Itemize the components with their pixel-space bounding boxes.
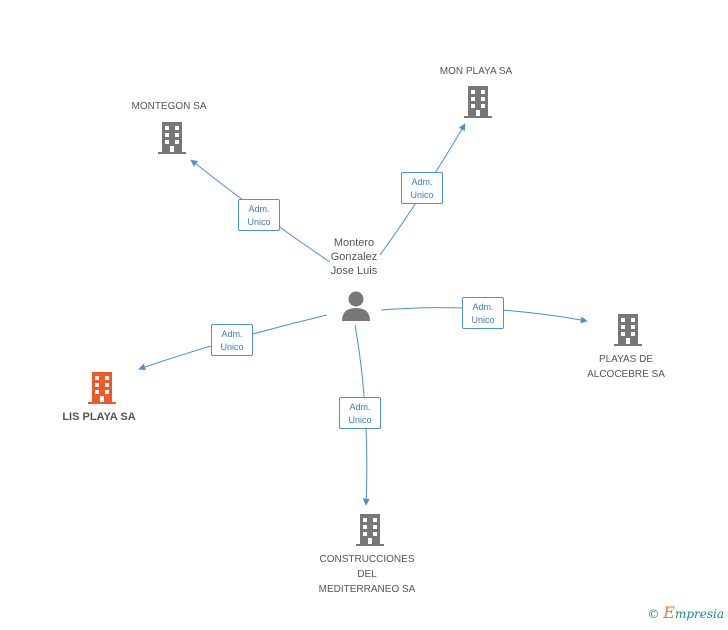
watermark-initial: E (663, 603, 675, 622)
person-name[interactable]: Montero Gonzalez Jose Luis (330, 237, 378, 277)
company-label-playas-alcocebre[interactable]: PLAYAS DE ALCOCEBRE SA (587, 354, 665, 380)
company-label-montegon[interactable]: MONTEGON SA (131, 101, 207, 112)
edge-label-lis-playa[interactable]: Adm. Unico (211, 324, 253, 356)
company-label-construcciones[interactable]: CONSTRUCCIONES DEL MEDITERRANEO SA (318, 554, 416, 595)
building-icon[interactable] (463, 85, 493, 119)
edge-label-mon-playa[interactable]: Adm. Unico (401, 172, 443, 204)
watermark-text: mpresia (674, 607, 724, 621)
empresia-watermark: © Empresia (647, 603, 724, 622)
edge-label-construcciones[interactable]: Adm. Unico (339, 397, 381, 429)
edge-label-playas-alcocebre[interactable]: Adm. Unico (462, 297, 504, 329)
person-icon[interactable] (341, 290, 371, 322)
edge-label-montegon[interactable]: Adm. Unico (238, 199, 280, 231)
company-label-lis-playa[interactable]: LIS PLAYA SA (62, 411, 136, 423)
building-icon[interactable] (355, 513, 385, 547)
building-icon[interactable] (613, 313, 643, 347)
company-label-mon-playa[interactable]: MON PLAYA SA (439, 66, 513, 77)
copyright-symbol: © (647, 607, 660, 621)
building-icon[interactable] (87, 371, 117, 405)
building-icon[interactable] (157, 121, 187, 155)
